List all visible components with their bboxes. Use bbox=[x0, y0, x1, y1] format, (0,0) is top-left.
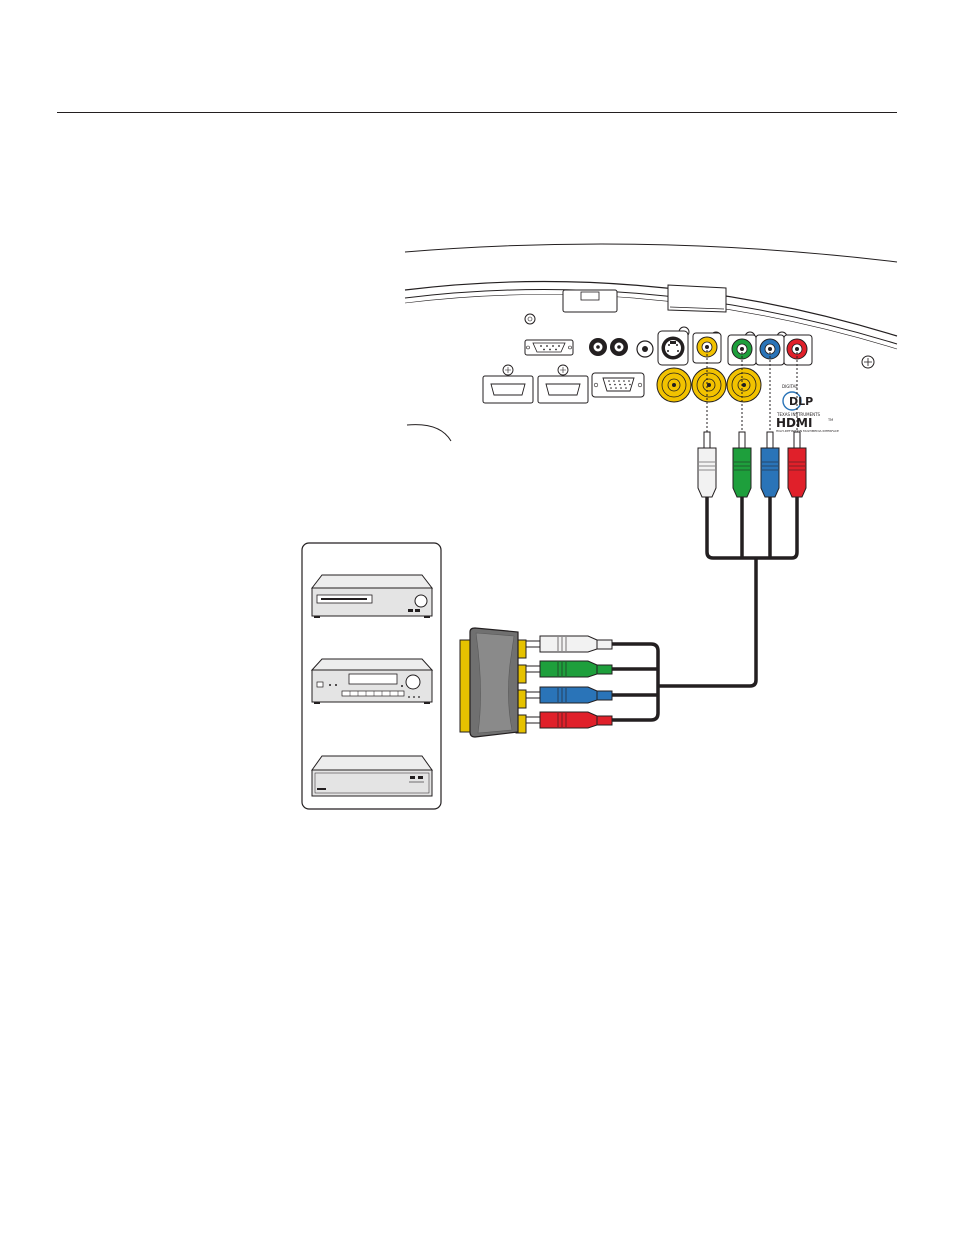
dvd-player-icon bbox=[312, 575, 432, 618]
panel-latch-left bbox=[563, 290, 617, 312]
hdmi-port-2 bbox=[538, 365, 588, 403]
trigger-jacks bbox=[589, 338, 653, 357]
vga-port bbox=[592, 373, 644, 397]
svideo-port bbox=[658, 331, 688, 365]
hdmi-port-1 bbox=[483, 365, 533, 403]
set-top-box-icon bbox=[312, 756, 432, 796]
adapter-plug-green bbox=[526, 661, 612, 677]
bnc-connector-3 bbox=[727, 368, 761, 402]
bnc-connector-1 bbox=[657, 368, 691, 402]
bnc-connector-2 bbox=[692, 368, 726, 402]
hdmi-logo: HDMI TM HIGH-DEFINITION MULTIMEDIA INTER… bbox=[776, 416, 839, 433]
scart-adapter-icon bbox=[460, 628, 526, 737]
av-receiver-icon bbox=[312, 659, 432, 704]
hdmi-mark: HDMI bbox=[776, 416, 812, 430]
rca-plug-green bbox=[733, 432, 751, 497]
adapter-plug-blue bbox=[526, 687, 612, 703]
hdmi-tagline: HIGH-DEFINITION MULTIMEDIA INTERFACE bbox=[776, 429, 839, 433]
rca-plug-white bbox=[698, 432, 716, 497]
callout-line bbox=[407, 425, 451, 441]
dlp-logo: DIGITAL DLP TEXAS INSTRUMENTS bbox=[776, 384, 821, 417]
dlp-mark: DLP bbox=[789, 395, 813, 408]
adapter-plug-red bbox=[526, 712, 612, 728]
adapter-plug-white bbox=[526, 636, 612, 652]
component-jack-pr bbox=[784, 335, 812, 365]
dlp-top-text: DIGITAL bbox=[782, 384, 798, 389]
rca-plug-blue bbox=[761, 432, 779, 497]
projector-rear-panel: DIGITAL DLP TEXAS INSTRUMENTS HDMI TM HI… bbox=[405, 244, 897, 433]
rs232-port bbox=[525, 340, 573, 355]
cable-bundle bbox=[612, 497, 797, 720]
hdmi-tm: TM bbox=[827, 418, 833, 422]
rca-plug-red bbox=[788, 432, 806, 497]
panel-latch-right bbox=[668, 285, 726, 312]
source-devices-box bbox=[302, 543, 441, 809]
